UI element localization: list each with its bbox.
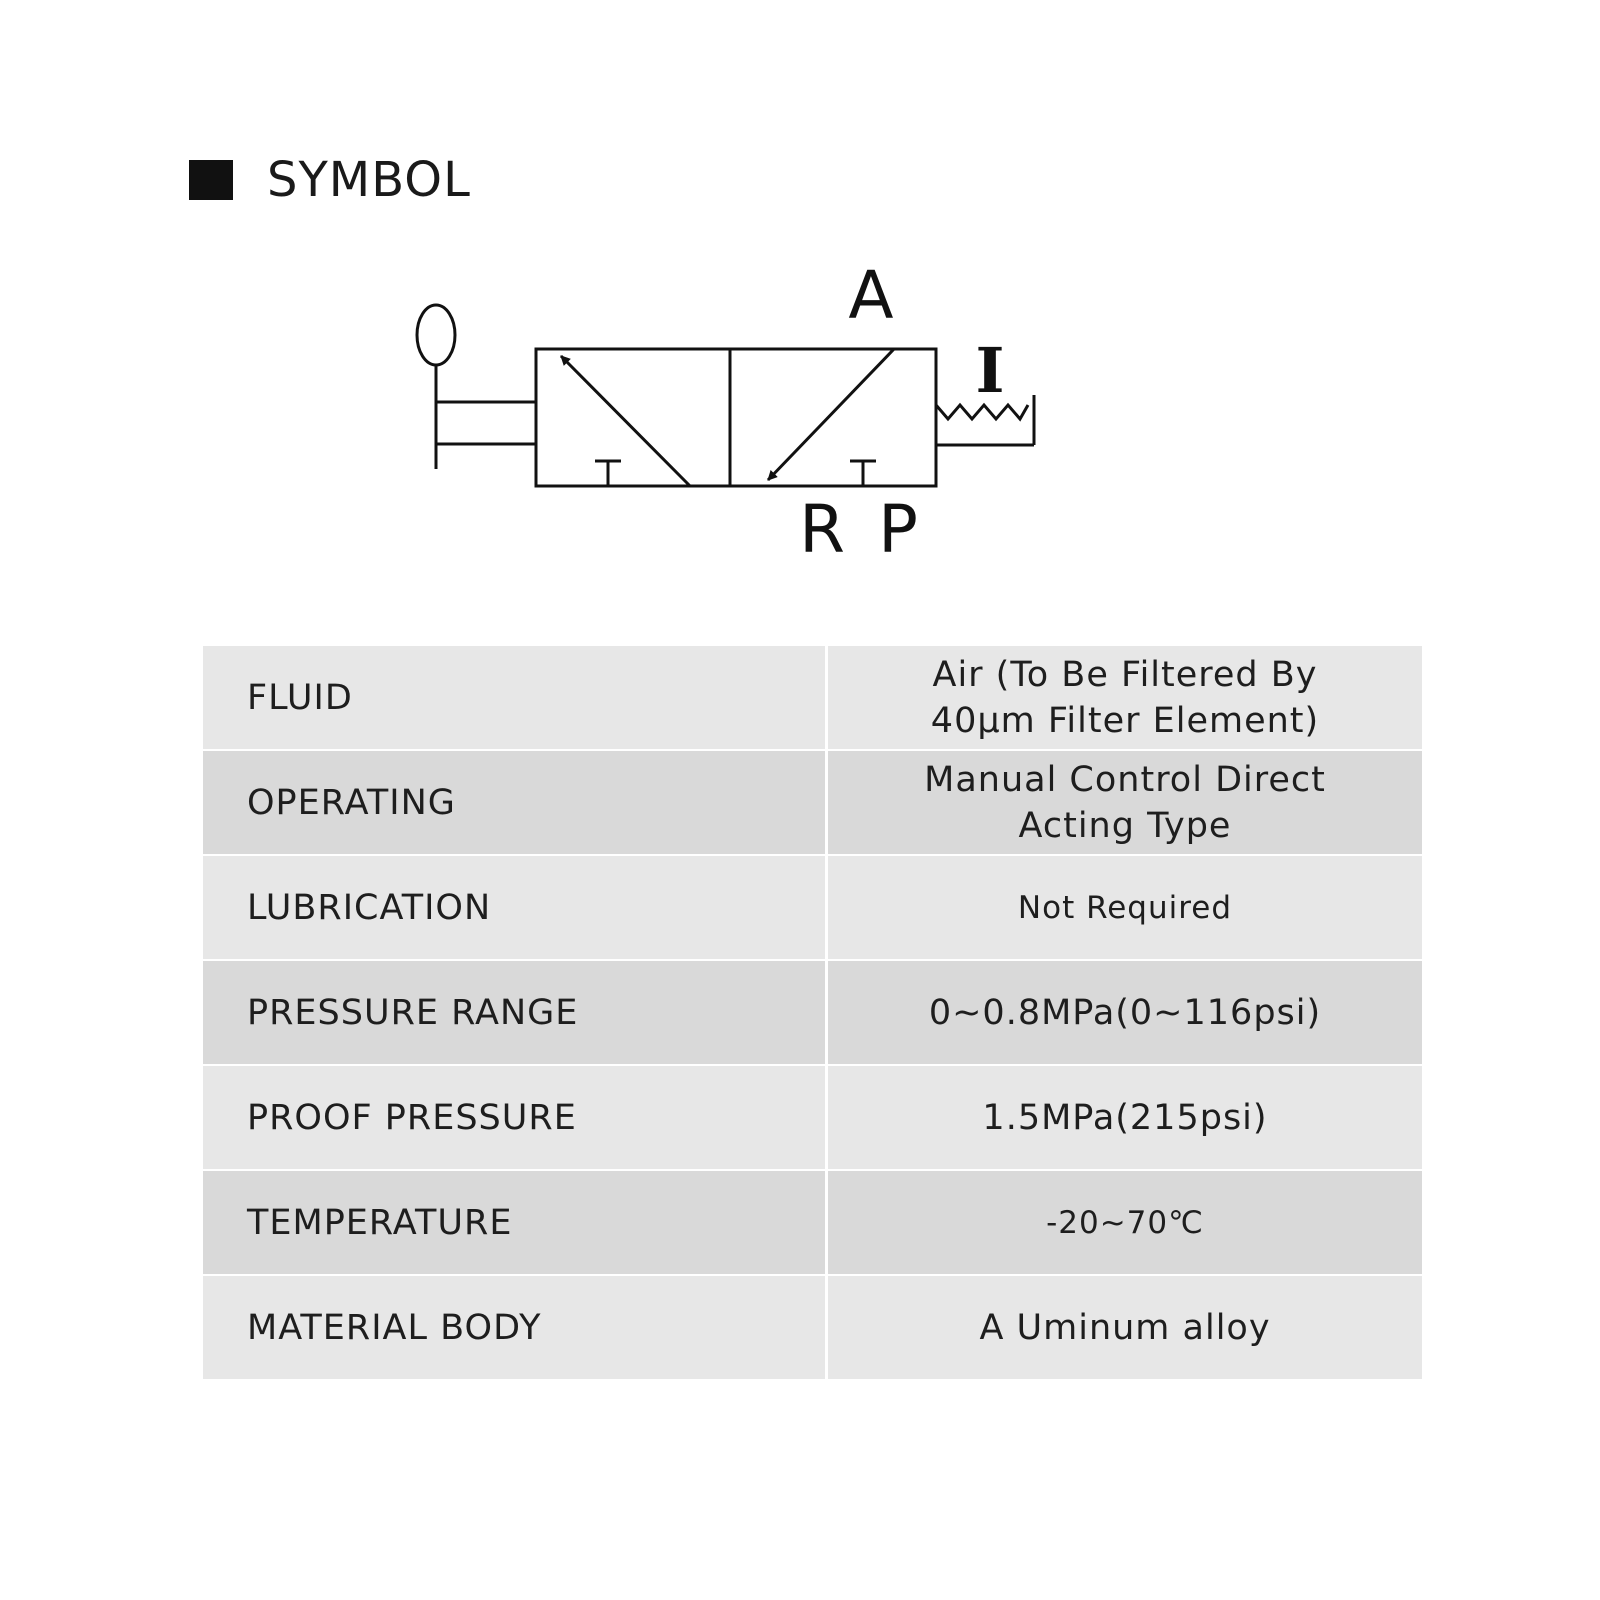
spec-value: 1.5MPa(215psi) (828, 1066, 1422, 1171)
spec-value-line: Air (To Be Filtered By (932, 654, 1318, 695)
spec-row-proof-pressure: PROOF PRESSURE 1.5MPa(215psi) (203, 1066, 1422, 1171)
spec-row-lubrication: LUBRICATION Not Required (203, 856, 1422, 961)
spec-row-operating: OPERATING Manual Control Direct Acting T… (203, 751, 1422, 856)
spec-value: Manual Control Direct Acting Type (828, 751, 1422, 856)
spec-label: PRESSURE RANGE (203, 961, 828, 1066)
spec-label: PROOF PRESSURE (203, 1066, 828, 1171)
spec-value: Not Required (828, 856, 1422, 961)
spec-value-line: 0~0.8MPa(0~116psi) (928, 992, 1322, 1033)
spring-label: I (975, 334, 1004, 407)
lever-knob (415, 303, 457, 367)
spec-value: 0~0.8MPa(0~116psi) (828, 961, 1422, 1066)
spec-row-pressure-range: PRESSURE RANGE 0~0.8MPa(0~116psi) (203, 961, 1422, 1066)
spec-value-line: Manual Control Direct (924, 759, 1326, 800)
port-label-p: P (878, 491, 918, 568)
spring-icon (934, 402, 1030, 422)
spec-value: Air (To Be Filtered By 40μm Filter Eleme… (828, 646, 1422, 751)
port-label-r: R (799, 491, 845, 568)
spec-label: MATERIAL BODY (203, 1276, 828, 1379)
section-header: SYMBOL (189, 152, 471, 208)
spec-value: -20~70℃ (828, 1171, 1422, 1276)
header-bullet-square (189, 160, 233, 200)
flow-arrow-right (766, 347, 896, 482)
valve-body (534, 347, 938, 488)
spec-row-fluid: FLUID Air (To Be Filtered By 40μm Filter… (203, 646, 1422, 751)
spec-label: FLUID (203, 646, 828, 751)
spec-value-line: Acting Type (1018, 805, 1232, 846)
specification-table: FLUID Air (To Be Filtered By 40μm Filter… (203, 646, 1422, 1379)
port-label-a: A (848, 257, 893, 334)
spec-label: LUBRICATION (203, 856, 828, 961)
spec-value-line: 40μm Filter Element) (930, 700, 1320, 741)
spec-label: TEMPERATURE (203, 1171, 828, 1276)
spec-value-line: 1.5MPa(215psi) (982, 1097, 1268, 1138)
spec-label: OPERATING (203, 751, 828, 856)
section-title: SYMBOL (267, 152, 471, 208)
valve-symbol-diagram: A R P I (400, 255, 1060, 575)
spec-row-material-body: MATERIAL BODY A Uminum alloy (203, 1276, 1422, 1379)
spec-value-line: -20~70℃ (1046, 1204, 1204, 1241)
spec-row-temperature: TEMPERATURE -20~70℃ (203, 1171, 1422, 1276)
spec-value-line: Not Required (1017, 889, 1233, 926)
spec-value: A Uminum alloy (828, 1276, 1422, 1379)
valve-symbol-svg: A R P I (415, 257, 1036, 568)
flow-arrow-left (559, 354, 692, 488)
spec-value-line: A Uminum alloy (979, 1307, 1271, 1348)
